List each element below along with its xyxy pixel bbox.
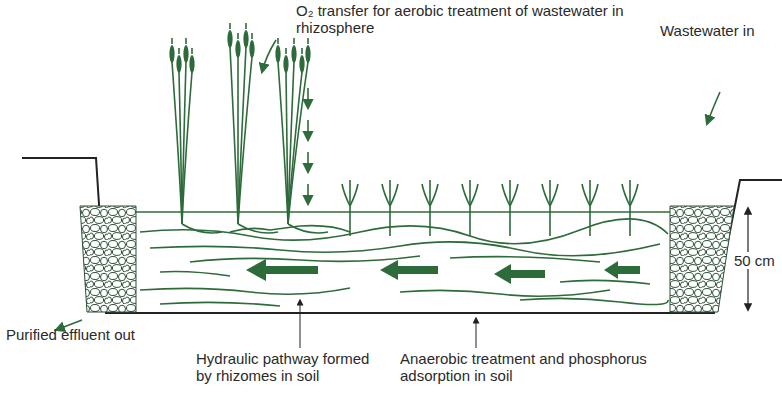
reed-stem (179, 72, 182, 224)
small-reed-leaf (582, 184, 590, 206)
rhizome-line (160, 302, 280, 306)
small-reed-leaf (390, 184, 398, 206)
small-reed-stem (469, 180, 471, 236)
rhizome-line (190, 256, 420, 262)
small-reed-leaf (350, 184, 358, 206)
reed-root (238, 224, 278, 233)
small-reed-leaf (630, 184, 638, 206)
reed-stem (286, 72, 288, 224)
reed-tip (285, 48, 287, 54)
reed-stem (182, 72, 192, 224)
reed-plume (283, 55, 288, 73)
small-reed-leaf (590, 184, 598, 206)
reed-plume (275, 45, 280, 63)
reed-plume (176, 55, 181, 73)
reed-tip (185, 38, 187, 44)
reed-stem (172, 62, 182, 224)
anaerobic-zone-label: Anaerobic treatment and phosphorus adsor… (400, 350, 650, 384)
reed-tip (277, 38, 279, 44)
reed-stem (230, 47, 238, 224)
rhizome-line (150, 242, 660, 256)
reed-tip (229, 23, 231, 29)
reed-plume (243, 30, 248, 48)
reed-plume (169, 45, 174, 63)
small-reed-leaf (510, 184, 518, 206)
reed-tip (237, 33, 239, 39)
rhizome-line (300, 226, 350, 232)
rhizome-line (400, 290, 610, 296)
small-reed-leaf (422, 184, 430, 206)
reed-tip (293, 38, 295, 44)
rhizome-line (560, 280, 650, 284)
small-reed-leaf (542, 184, 550, 206)
reed-plume (189, 55, 194, 73)
small-reed-leaf (622, 184, 630, 206)
reed-plume (299, 55, 304, 73)
reed-tip (191, 48, 193, 54)
small-reed-leaf (550, 184, 558, 206)
rhizome-line (160, 272, 230, 277)
rhizome-network (140, 219, 668, 306)
oxygen-transfer-label: O₂ transfer for aerobic treatment of was… (296, 2, 636, 36)
reed-plume (235, 40, 240, 58)
reed-stem (238, 57, 252, 224)
reed-root (288, 224, 328, 233)
rhizome-line (140, 219, 668, 244)
reed-plume (249, 40, 254, 58)
reed-plume (291, 45, 296, 63)
rhizome-line (520, 298, 668, 304)
small-reed-stem (589, 180, 591, 236)
small-reed-leaf (430, 184, 438, 206)
depth-dimension: 50 cm (732, 252, 777, 269)
rhizome-line (450, 257, 600, 262)
reed-stem (288, 62, 308, 224)
reed-plume (183, 45, 188, 63)
small-reed-stem (429, 180, 431, 236)
rhizome-line (230, 226, 300, 232)
small-reed-stem (349, 180, 351, 236)
reed-plants (169, 23, 638, 236)
small-reed-leaf (502, 184, 510, 206)
small-reed-leaf (342, 184, 350, 206)
small-reed-stem (549, 180, 551, 236)
small-reed-leaf (382, 184, 390, 206)
reed-root (182, 224, 222, 233)
small-reed-leaf (462, 184, 470, 206)
reed-plume (305, 45, 310, 63)
reed-tip (251, 33, 253, 39)
reed-tip (307, 38, 309, 44)
small-reed-stem (629, 180, 631, 236)
small-reed-stem (389, 180, 391, 236)
inflow-label: Wastewater in (660, 22, 754, 39)
reed-tip (171, 38, 173, 44)
small-reed-leaf (470, 184, 478, 206)
rhizome-pathway-label: Hydraulic pathway formed by rhizomes in … (196, 350, 386, 384)
small-reed-stem (509, 180, 511, 236)
reed-tip (301, 48, 303, 54)
reed-tip (178, 48, 180, 54)
reed-plume (227, 30, 232, 48)
outflow-label: Purified effluent out (6, 326, 135, 343)
reed-tip (245, 23, 247, 29)
rhizome-line (140, 288, 350, 294)
reed-stem (278, 62, 288, 224)
